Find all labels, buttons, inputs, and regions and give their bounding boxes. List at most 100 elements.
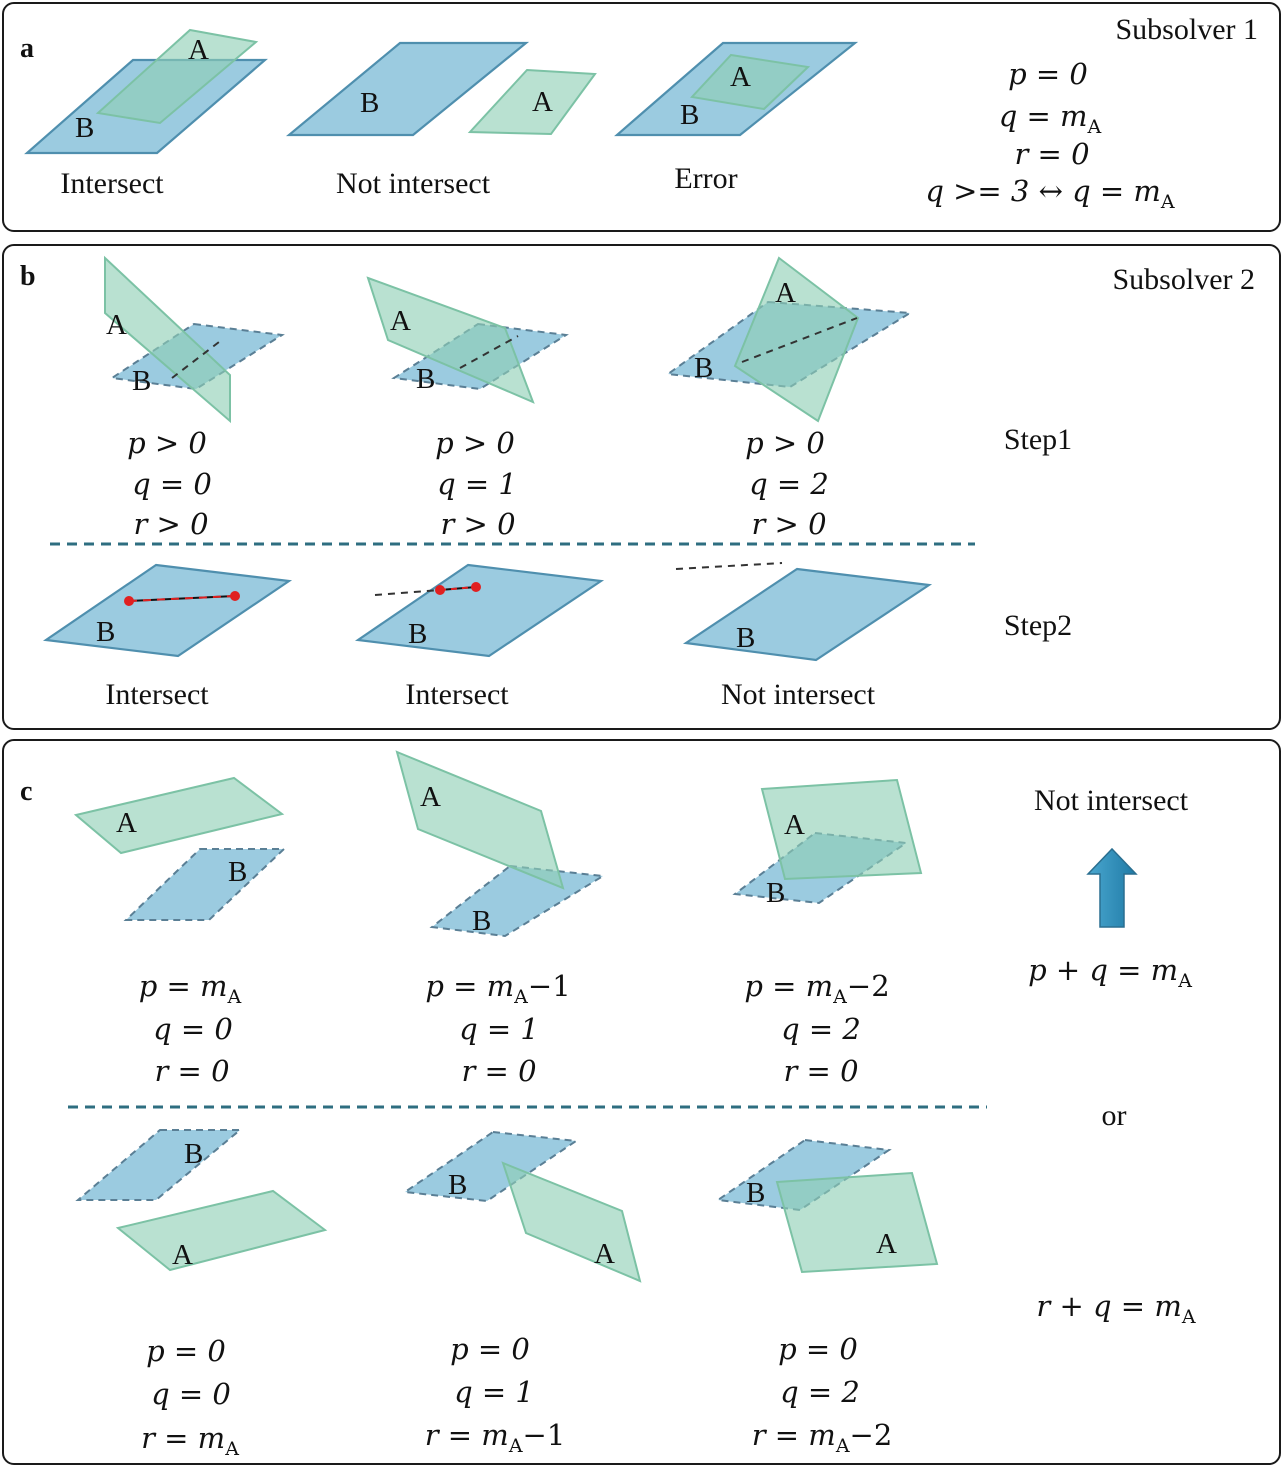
c6-diagram: B A bbox=[715, 1138, 939, 1274]
panel-c-letter: c bbox=[20, 776, 32, 807]
panel-a-title: Subsolver 1 bbox=[1116, 13, 1259, 46]
b5-label-b: B bbox=[408, 618, 427, 650]
b6-diagram: B bbox=[675, 562, 933, 662]
b2-eq-r: r > 0 bbox=[440, 507, 515, 541]
b1-eq-r: r > 0 bbox=[133, 507, 208, 541]
c4-eq-r: r = mA bbox=[141, 1421, 239, 1460]
c1-eq-q: q = 0 bbox=[153, 1012, 233, 1046]
c5-eq-r: r = mA−1 bbox=[425, 1418, 566, 1457]
c6-label-a: A bbox=[876, 1228, 897, 1260]
c4-plane-b bbox=[75, 1129, 243, 1201]
c3-label-b: B bbox=[766, 877, 785, 909]
c3-eq-r: r = 0 bbox=[783, 1054, 858, 1088]
panel-b-title: Subsolver 2 bbox=[1113, 263, 1256, 296]
c-bottom-sum: r + q = mA bbox=[1036, 1289, 1195, 1328]
b5-caption: Intersect bbox=[405, 678, 509, 711]
a1-caption: Intersect bbox=[60, 167, 164, 200]
a3-label-a: A bbox=[730, 61, 751, 93]
c4-diagram: B A bbox=[75, 1129, 328, 1272]
b3-plane-a bbox=[733, 256, 860, 423]
c1-diagram: A B bbox=[73, 776, 287, 921]
a3-plane-a bbox=[690, 53, 811, 111]
b2-intersection-line bbox=[459, 335, 519, 369]
a1-label-a: A bbox=[188, 34, 209, 66]
c4-plane-a bbox=[115, 1189, 328, 1272]
c5-plane-a bbox=[501, 1161, 642, 1283]
b5-point-start bbox=[435, 585, 445, 595]
b2-plane-a bbox=[366, 276, 535, 404]
b1-eq-p: p > 0 bbox=[127, 426, 207, 460]
b6-label-b: B bbox=[736, 622, 755, 654]
b3-diagram: A B bbox=[665, 256, 914, 423]
panel-b-letter: b bbox=[20, 261, 36, 292]
c4-label-b: B bbox=[184, 1138, 203, 1170]
a1-label-b: B bbox=[75, 112, 94, 144]
a-eq-cond: q >= 3 ↔ q = mA bbox=[925, 174, 1175, 213]
a3-label-b: B bbox=[680, 99, 699, 131]
c2-eq-p: p = mA−1 bbox=[425, 969, 570, 1008]
b4-segment-overlay bbox=[128, 595, 236, 602]
a2-label-a: A bbox=[532, 86, 553, 118]
c2-plane-a bbox=[395, 750, 565, 890]
b4-label-b: B bbox=[96, 616, 115, 648]
c-top-sum: p + q = mA bbox=[1028, 953, 1192, 992]
c2-eq-q: q = 1 bbox=[459, 1012, 539, 1046]
c6-eq-q: q = 2 bbox=[780, 1375, 860, 1409]
step1-label: Step1 bbox=[1004, 423, 1072, 456]
b4-plane-b bbox=[42, 563, 293, 658]
c-or: or bbox=[1102, 1099, 1127, 1132]
c1-eq-r: r = 0 bbox=[154, 1054, 229, 1088]
c1-plane-b bbox=[123, 848, 287, 921]
b2-diagram: A B bbox=[366, 276, 569, 404]
b4-point-start bbox=[124, 596, 134, 606]
b3-eq-p: p > 0 bbox=[745, 426, 825, 460]
a3-caption: Error bbox=[674, 162, 737, 195]
b3-label-b: B bbox=[694, 352, 713, 384]
c6-plane-a bbox=[775, 1171, 939, 1274]
a2-plane-a bbox=[467, 68, 597, 136]
a-eq-r: r = 0 bbox=[1014, 137, 1089, 171]
a-eq-p: p = 0 bbox=[1008, 57, 1088, 91]
c3-diagram: A B bbox=[732, 778, 923, 909]
b2-eq-q: q = 1 bbox=[437, 467, 517, 501]
a1-plane-a bbox=[95, 28, 259, 125]
c5-label-b: B bbox=[448, 1169, 467, 1201]
c3-eq-p: p = mA−2 bbox=[744, 969, 889, 1008]
c2-eq-r: r = 0 bbox=[461, 1054, 536, 1088]
b1-eq-q: q = 0 bbox=[132, 467, 212, 501]
c-up-arrow bbox=[1086, 847, 1138, 928]
c1-eq-p: p = mA bbox=[139, 969, 242, 1008]
panel-a-letter: a bbox=[20, 33, 34, 64]
b5-line-outside bbox=[374, 589, 441, 596]
c4-eq-p: p = 0 bbox=[146, 1334, 226, 1368]
a3-diagram: A B bbox=[614, 41, 859, 137]
c5-diagram: B A bbox=[402, 1130, 642, 1283]
c5-label-a: A bbox=[594, 1238, 615, 1270]
b6-caption: Not intersect bbox=[721, 678, 876, 711]
a2-diagram: B A bbox=[285, 41, 597, 137]
b4-caption: Intersect bbox=[105, 678, 209, 711]
c4-label-a: A bbox=[172, 1239, 193, 1271]
b1-plane-a bbox=[104, 255, 231, 424]
b2-label-a: A bbox=[390, 305, 411, 337]
c6-label-b: B bbox=[746, 1177, 765, 1209]
c1-label-b: B bbox=[228, 856, 247, 888]
c2-label-a: A bbox=[420, 781, 441, 813]
a2-plane-b bbox=[285, 41, 530, 137]
a2-caption: Not intersect bbox=[336, 167, 491, 200]
c5-plane-b bbox=[402, 1130, 579, 1203]
a1-diagram: A B bbox=[24, 28, 268, 155]
c-not-intersect: Not intersect bbox=[1034, 784, 1189, 817]
c6-eq-p: p = 0 bbox=[778, 1332, 858, 1366]
b5-point-end bbox=[471, 582, 481, 592]
b1-intersection-line bbox=[171, 341, 220, 379]
c1-label-a: A bbox=[116, 807, 137, 839]
c2-diagram: A B bbox=[395, 750, 607, 938]
b6-plane-b bbox=[682, 567, 933, 662]
c1-plane-a bbox=[73, 776, 285, 855]
a-eq-q: q = mA bbox=[999, 99, 1102, 138]
b3-label-a: A bbox=[775, 277, 796, 309]
b3-eq-q: q = 2 bbox=[749, 467, 829, 501]
b3-eq-r: r > 0 bbox=[751, 507, 826, 541]
c2-plane-b bbox=[429, 864, 607, 938]
